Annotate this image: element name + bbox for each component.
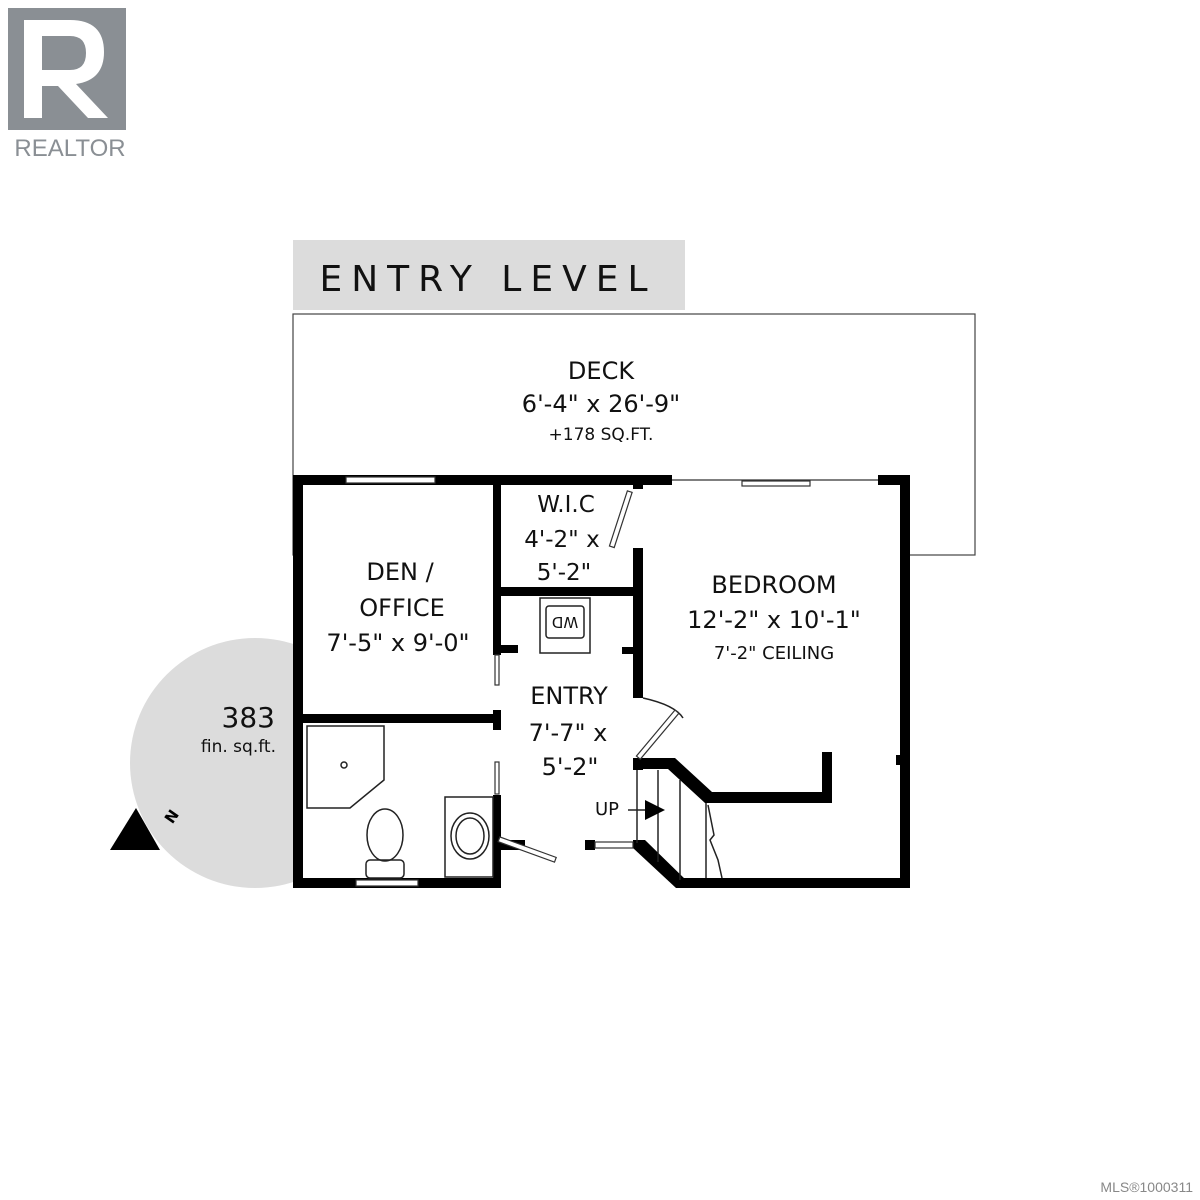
- entry-size-2: 5'-2": [542, 753, 599, 781]
- entry-name: ENTRY: [530, 682, 608, 710]
- title-banner: [293, 240, 685, 310]
- fixtures: WD: [306, 597, 591, 879]
- wic-size-2: 5'-2": [537, 560, 591, 586]
- mls-number: MLS®1000311: [1100, 1179, 1193, 1195]
- washer-dryer-label: WD: [552, 613, 578, 631]
- stairs-arrow-icon: [645, 800, 665, 820]
- bedroom-size: 12'-2" x 10'-1": [687, 606, 861, 634]
- toilet-icon: [366, 808, 404, 862]
- deck-size: 6'-4" x 26'-9": [522, 390, 680, 418]
- doors: [494, 490, 684, 863]
- sink-icon: [444, 796, 494, 878]
- stairs-label: UP: [595, 799, 619, 820]
- area-value: 383: [222, 701, 275, 734]
- deck-name: DECK: [568, 357, 635, 385]
- logo-text: REALTOR: [14, 135, 125, 162]
- stairs: UP: [595, 770, 723, 880]
- realtor-logo: REALTOR: [8, 8, 126, 162]
- entry-size-1: 7'-7" x: [529, 719, 608, 747]
- page-title: ENTRY LEVEL: [319, 259, 656, 300]
- windows: [345, 476, 878, 887]
- bedroom-name: BEDROOM: [711, 571, 836, 599]
- den-name-2: OFFICE: [359, 594, 445, 622]
- north-arrow-icon: [110, 808, 160, 850]
- den-size: 7'-5" x 9'-0": [326, 629, 469, 657]
- den-name-1: DEN /: [366, 558, 434, 586]
- wic-size-1: 4'-2" x: [524, 527, 599, 553]
- deck-extra-area: +178 SQ.FT.: [549, 425, 654, 445]
- bedroom-ceiling: 7'-2" CEILING: [714, 643, 834, 664]
- wic-name: W.I.C: [537, 492, 595, 518]
- area-unit: fin. sq.ft.: [201, 737, 276, 757]
- room-labels: DECK 6'-4" x 26'-9" +178 SQ.FT. W.I.C 4'…: [326, 357, 860, 781]
- shower-icon: [306, 725, 385, 809]
